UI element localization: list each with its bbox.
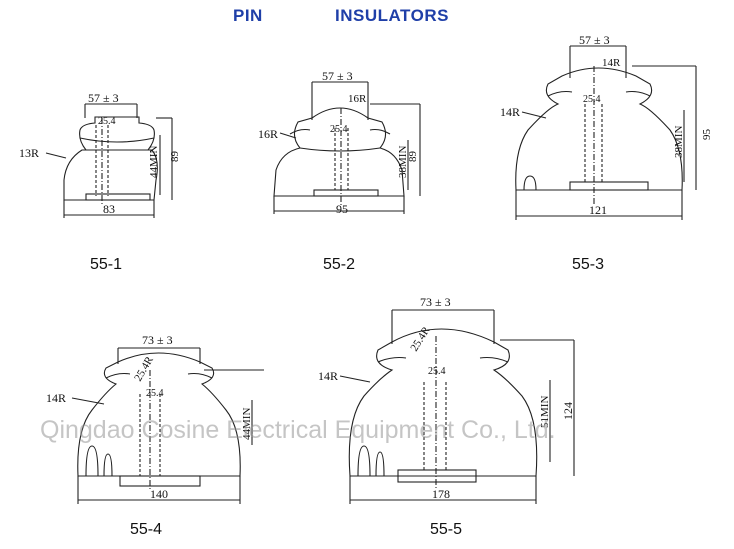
top-dim-55-5: 73 ± 3 bbox=[420, 295, 451, 309]
body-outline-55-3 bbox=[515, 67, 683, 191]
inner-dim-55-3: 25.4 bbox=[583, 94, 601, 105]
top-dim-55-4: 73 ± 3 bbox=[142, 333, 173, 347]
model-label-55-5: 55-5 bbox=[430, 521, 463, 538]
top-radius-55-2: 16R bbox=[348, 93, 367, 105]
top-dim-55-2: 57 ± 3 bbox=[322, 69, 353, 83]
insulator-55-5: 73 ± 3 25.4R 25.4 14R 178 51MIN 124 bbox=[318, 295, 575, 504]
height-dim-55-2: 89 bbox=[407, 151, 419, 163]
radius-55-4: 14R bbox=[46, 391, 66, 405]
bottom-dim-55-1: 83 bbox=[103, 202, 115, 216]
inner-dim-55-1: 25.4 bbox=[98, 116, 116, 127]
insulator-55-3: 57 ± 3 14R 25.4 14R 121 38MIN 95 bbox=[500, 33, 713, 220]
pin-dim-55-2: 38MIN bbox=[397, 146, 409, 178]
bottom-dim-55-5: 178 bbox=[432, 487, 450, 501]
pin-dim-55-4: 44MIN bbox=[241, 408, 253, 440]
radius-55-3: 14R bbox=[500, 105, 520, 119]
body-outline-55-1 bbox=[63, 116, 158, 201]
radius-55-2: 16R bbox=[258, 127, 278, 141]
pin-dim-55-5: 51MIN bbox=[539, 396, 551, 428]
body-outline-55-4 bbox=[77, 352, 241, 477]
insulator-55-2: 57 ± 3 16R 25.4 16R 95 38MIN 89 bbox=[258, 69, 421, 216]
top-radius-55-4: 25.4R bbox=[132, 354, 156, 384]
height-dim-55-3: 95 bbox=[701, 129, 713, 141]
inner-dim-55-4: 25.4 bbox=[146, 388, 164, 399]
title-insulators: INSULATORS bbox=[335, 6, 449, 25]
radius-55-1: 13R bbox=[19, 146, 39, 160]
model-label-55-4: 55-4 bbox=[130, 521, 163, 538]
top-dim-55-3: 57 ± 3 bbox=[579, 33, 610, 47]
inner-dim-55-2: 25.4 bbox=[330, 124, 348, 135]
top-radius-55-5: 25.4R bbox=[408, 324, 433, 353]
watermark: Qingdao Cosine Electrical Equipment Co.,… bbox=[40, 416, 556, 444]
radius-55-5: 14R bbox=[318, 369, 338, 383]
model-label-55-2: 55-2 bbox=[323, 256, 356, 273]
body-outline-55-2 bbox=[273, 107, 405, 197]
pin-dim-55-3: 38MIN bbox=[673, 126, 685, 158]
pin-dim-55-1: 44MIN bbox=[148, 146, 160, 178]
body-outline-55-5 bbox=[348, 328, 538, 477]
bottom-dim-55-3: 121 bbox=[589, 203, 607, 217]
model-label-55-1: 55-1 bbox=[90, 256, 123, 273]
model-label-55-3: 55-3 bbox=[572, 256, 605, 273]
insulator-55-1: 57 ± 3 25.4 13R 83 44MIN 89 bbox=[19, 91, 181, 218]
title-pin: PIN bbox=[233, 6, 263, 25]
bottom-dim-55-4: 140 bbox=[150, 487, 168, 501]
bottom-dim-55-2: 95 bbox=[336, 202, 348, 216]
top-dim-55-1: 57 ± 3 bbox=[88, 91, 119, 105]
inner-dim-55-5: 25.4 bbox=[428, 366, 446, 377]
height-dim-55-5: 124 bbox=[561, 402, 575, 420]
height-dim-55-1: 89 bbox=[169, 151, 181, 163]
top-radius-55-3: 14R bbox=[602, 57, 621, 69]
